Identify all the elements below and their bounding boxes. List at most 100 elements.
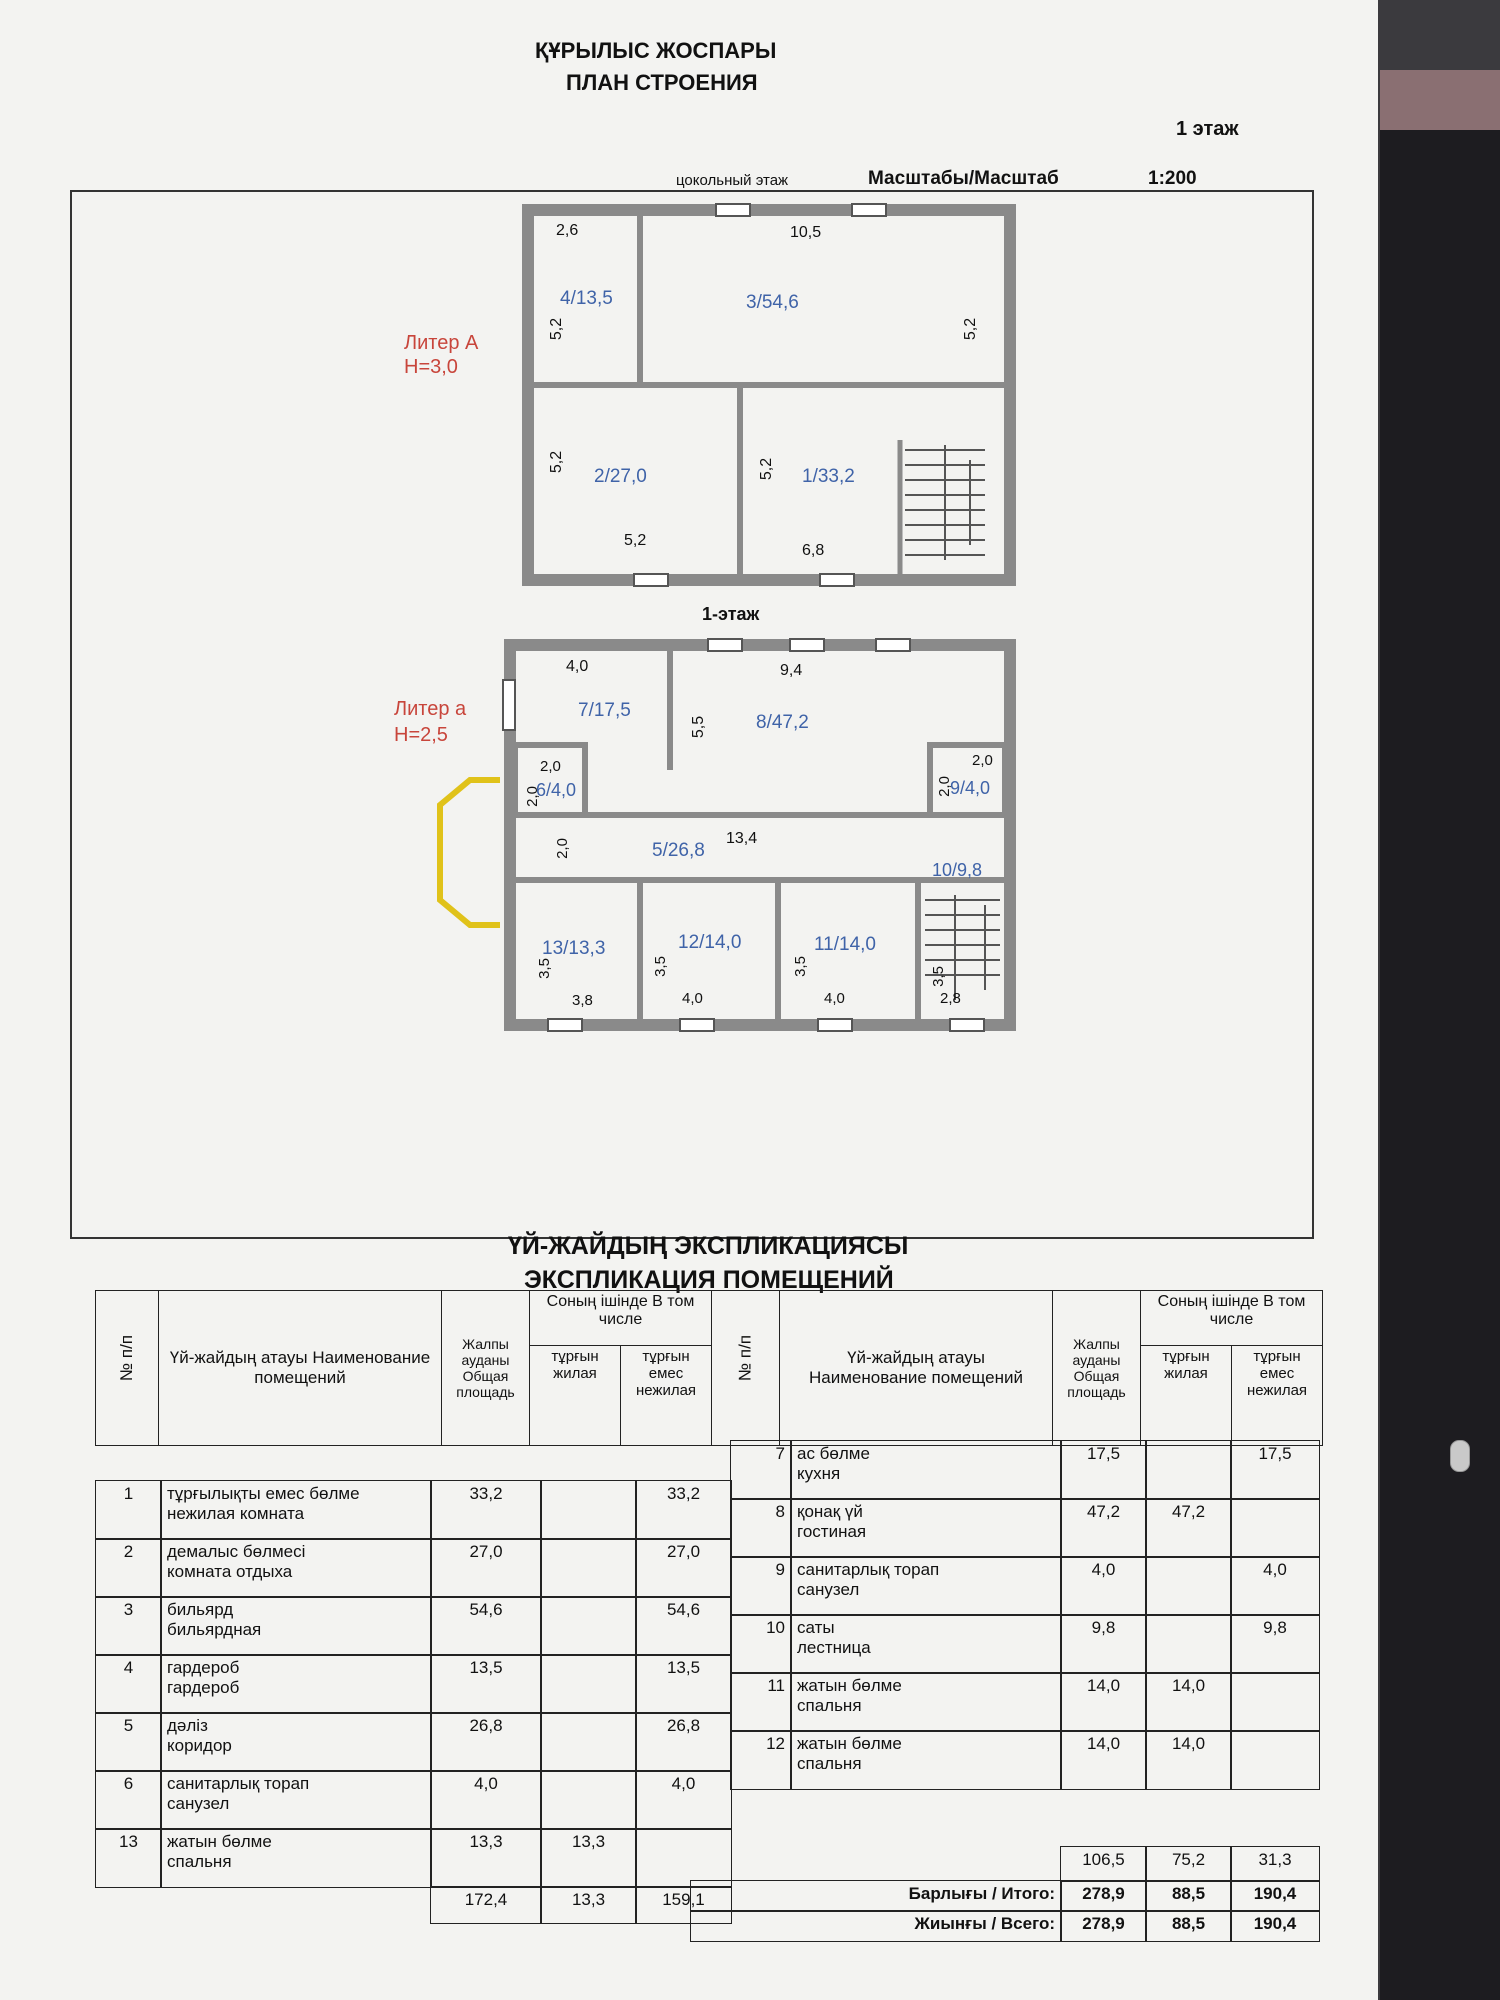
row-total: 17,5 bbox=[1060, 1440, 1147, 1500]
title-kz: ҚҰРЫЛЫС ЖОСПАРЫ bbox=[535, 38, 777, 63]
vsego-label: Жиынғы / Всего: bbox=[690, 1910, 1062, 1942]
scale-label: Масштабы/Масштаб bbox=[868, 168, 1059, 189]
row-num: 1 bbox=[95, 1480, 162, 1540]
liter-a-upper-height: H=3,0 bbox=[404, 356, 458, 378]
row-num: 10 bbox=[730, 1614, 792, 1674]
dim-label: 5,2 bbox=[758, 457, 776, 481]
room-name-kz: тұрғылықты емес бөлме bbox=[167, 1484, 360, 1503]
header-living: тұрғын жилая bbox=[551, 1348, 599, 1382]
dim-label: 5,2 bbox=[624, 532, 647, 549]
header-total-right: Жалпы ауданы Общая площадь bbox=[1067, 1336, 1126, 1400]
room-label: 12/14,0 bbox=[678, 932, 742, 953]
row-nonliving bbox=[635, 1828, 732, 1888]
row-total: 27,0 bbox=[430, 1538, 542, 1598]
dim-label: 2,6 bbox=[556, 222, 579, 239]
room-name-ru: санузел bbox=[797, 1580, 860, 1599]
room-label: 8/47,2 bbox=[756, 712, 809, 733]
room-label: 6/4,0 bbox=[536, 780, 577, 800]
dim-label: 6,8 bbox=[802, 542, 825, 559]
room-name-kz: жатын бөлме bbox=[797, 1676, 902, 1695]
room-name-kz: ас бөлме bbox=[797, 1444, 870, 1463]
row-nonliving: 27,0 bbox=[635, 1538, 732, 1598]
header-including-right: Соның ішінде В том числе bbox=[1157, 1293, 1306, 1328]
header-name: Үй-жайдың атауы Наименование помещений bbox=[169, 1348, 431, 1387]
stairs-upper bbox=[905, 445, 985, 560]
basement-label: цокольный этаж bbox=[676, 172, 789, 189]
header-nonliving-right: тұрғын емес нежилая bbox=[1246, 1348, 1308, 1399]
room-name-ru: спальня bbox=[167, 1852, 232, 1871]
room-name-ru: коридор bbox=[167, 1736, 232, 1755]
room-name-kz: дәліз bbox=[167, 1716, 208, 1735]
row-nonliving: 26,8 bbox=[635, 1712, 732, 1772]
row-num: 8 bbox=[730, 1498, 792, 1558]
scale-value: 1:200 bbox=[1148, 168, 1197, 189]
row-num: 11 bbox=[730, 1672, 792, 1732]
row-nonliving bbox=[1230, 1672, 1320, 1732]
room-name-kz: қонақ үй bbox=[797, 1502, 863, 1521]
row-living: 13,3 bbox=[540, 1828, 637, 1888]
room-name-ru: гостиная bbox=[797, 1522, 867, 1541]
itogo-nonliving: 190,4 bbox=[1230, 1880, 1320, 1912]
room-label: 11/14,0 bbox=[814, 934, 876, 955]
lower-outer-wall bbox=[504, 639, 1016, 1031]
left-total-nonliving: 159,1 bbox=[635, 1886, 732, 1924]
stairs-lower bbox=[925, 895, 1000, 1000]
row-total: 54,6 bbox=[430, 1596, 542, 1656]
room-name-kz: жатын бөлме bbox=[797, 1734, 902, 1753]
row-num: 6 bbox=[95, 1770, 162, 1830]
row-living bbox=[540, 1770, 637, 1830]
room-name-ru: лестница bbox=[797, 1638, 871, 1657]
vsego-nonliving: 190,4 bbox=[1230, 1910, 1320, 1942]
explication-table: № п/п Үй-жайдың атауы Наименование помещ… bbox=[95, 1290, 1323, 1446]
liter-a-lower-name: Литер а bbox=[394, 698, 467, 720]
plan-frame bbox=[70, 190, 1314, 1239]
row-total: 13,3 bbox=[430, 1828, 542, 1888]
explication-title-ru: ЭКСПЛИКАЦИЯ ПОМЕЩЕНИЙ bbox=[524, 1266, 894, 1294]
dim-label: 9,4 bbox=[780, 662, 803, 679]
right-subtotal: 106,5 bbox=[1060, 1846, 1147, 1882]
row-total: 26,8 bbox=[430, 1712, 542, 1772]
row-living bbox=[540, 1654, 637, 1714]
right-subtotal-living: 75,2 bbox=[1145, 1846, 1232, 1882]
header-nonliving: тұрғын емес нежилая bbox=[635, 1348, 697, 1399]
row-nonliving: 13,5 bbox=[635, 1654, 732, 1714]
row-total: 14,0 bbox=[1060, 1672, 1147, 1732]
header-num: № п/п bbox=[117, 1334, 136, 1382]
room-name-kz: демалыс бөлмесі bbox=[167, 1542, 306, 1561]
lower-bathroom-6 bbox=[512, 742, 588, 818]
floor-label: 1 этаж bbox=[1176, 118, 1239, 140]
room-label: 13/13,3 bbox=[542, 938, 606, 959]
room-name-kz: жатын бөлме bbox=[167, 1832, 272, 1851]
room-name-ru: спальня bbox=[797, 1696, 862, 1715]
dim-label: 13,4 bbox=[726, 830, 758, 847]
row-num: 4 bbox=[95, 1654, 162, 1714]
itogo-label: Барлығы / Итого: bbox=[690, 1880, 1062, 1912]
liter-a-lower-height: H=2,5 bbox=[394, 724, 448, 746]
room-name-kz: бильярд bbox=[167, 1600, 234, 1619]
row-num: 7 bbox=[730, 1440, 792, 1500]
explication-title-kz: ҮЙ-ЖАЙДЫҢ ЭКСПЛИКАЦИЯСЫ bbox=[508, 1232, 909, 1260]
row-total: 13,5 bbox=[430, 1654, 542, 1714]
row-total: 14,0 bbox=[1060, 1730, 1147, 1790]
room-name-ru: спальня bbox=[797, 1754, 862, 1773]
dim-label: 2,8 bbox=[940, 990, 961, 1007]
room-label: 7/17,5 bbox=[578, 700, 631, 721]
upper-outer-wall bbox=[522, 204, 1016, 586]
row-nonliving: 9,8 bbox=[1230, 1614, 1320, 1674]
itogo-living: 88,5 bbox=[1145, 1880, 1232, 1912]
row-nonliving bbox=[1230, 1498, 1320, 1558]
table-header-row: № п/п Үй-жайдың атауы Наименование помещ… bbox=[95, 1290, 1323, 1446]
right-subtotal-nonliving: 31,3 bbox=[1230, 1846, 1320, 1882]
dim-label: 10,5 bbox=[790, 224, 822, 241]
dim-label: 4,0 bbox=[566, 658, 589, 675]
row-living bbox=[540, 1480, 637, 1540]
dim-label: 3,8 bbox=[572, 992, 593, 1009]
row-total: 9,8 bbox=[1060, 1614, 1147, 1674]
row-total: 4,0 bbox=[1060, 1556, 1147, 1616]
title-ru: ПЛАН СТРОЕНИЯ bbox=[566, 70, 758, 95]
dim-label: 5,2 bbox=[962, 317, 980, 341]
